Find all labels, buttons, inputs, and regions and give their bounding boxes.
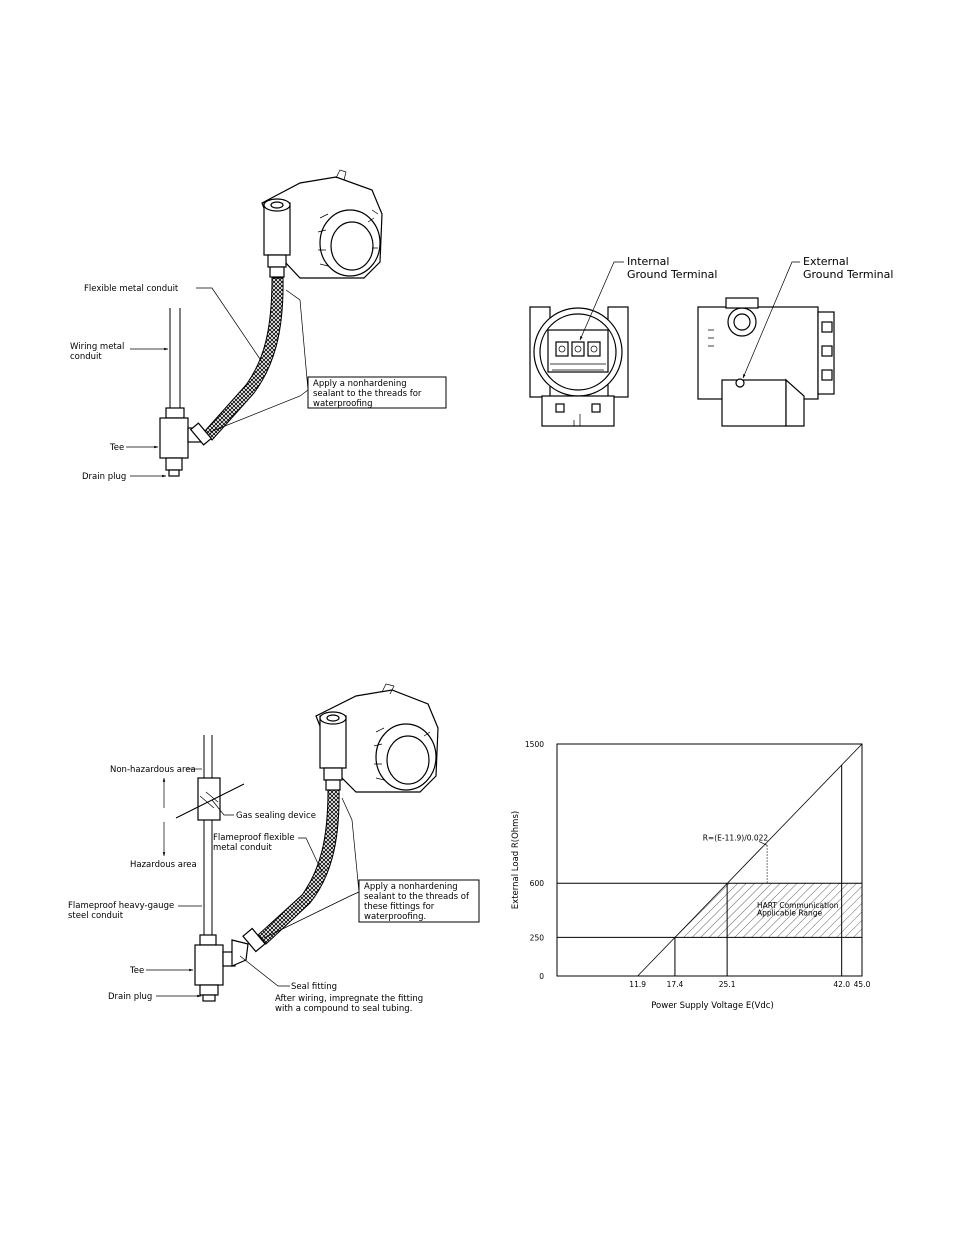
sealant-note2-line1: Apply a nonhardening — [364, 882, 458, 892]
sealant-note-line3: waterproofing — [313, 399, 372, 409]
transmitter-drawing — [261, 169, 383, 279]
transmitter-front-view — [529, 306, 629, 427]
figure-ground-terminals: Internal Ground Terminal External Ground… — [529, 255, 893, 427]
x-tick-42.0: 42.0 — [833, 980, 850, 989]
label-drain-plug: Drain plug — [82, 472, 126, 482]
hart-range-area — [675, 883, 862, 938]
x-tick-17.4: 17.4 — [667, 980, 684, 989]
x-tick-25.1: 25.1 — [719, 980, 736, 989]
hart-range-label-line1: HART Communication — [757, 901, 839, 910]
label-flameproof-flexible-line1: Flameproof flexible — [213, 833, 295, 843]
gas-sealing-device — [175, 777, 245, 821]
sealant-note-line1: Apply a nonhardening — [313, 379, 407, 389]
x-tick-45.0: 45.0 — [854, 980, 871, 989]
sealant-note-box — [307, 376, 447, 409]
label-heavy-gauge-line1: Flameproof heavy-gauge — [68, 901, 174, 911]
label-wiring-metal-conduit-line2: conduit — [70, 352, 102, 362]
label-hazardous-area: Hazardous area — [130, 860, 197, 870]
label-drain-plug-2: Drain plug — [108, 992, 152, 1002]
label-after-wiring-line1: After wiring, impregnate the fitting — [275, 994, 423, 1004]
y-axis-label: External Load R(Ohms) — [511, 811, 521, 909]
sealant-note2-line3: these fittings for — [364, 902, 435, 912]
wiring-metal-conduit — [169, 308, 181, 408]
figure-flexible-conduit-wiring: Flexible metal conduit Wiring metal cond… — [70, 169, 447, 482]
y-tick-1500: 1500 — [525, 740, 544, 749]
plot-area — [556, 743, 863, 977]
load-line — [637, 743, 863, 977]
sealant-note2-line2: sealant to the threads of — [364, 892, 470, 902]
heavy-gauge-conduit — [203, 735, 213, 935]
label-internal-line2: Ground Terminal — [627, 268, 717, 281]
transmitter-drawing-2 — [315, 683, 439, 793]
tee-fitting — [159, 407, 213, 477]
hart-range-label-line2: Applicable Range — [757, 909, 823, 918]
y-tick-600: 600 — [530, 879, 545, 888]
label-tee: Tee — [109, 443, 124, 453]
formula-label: R=(E-11.9)/0.022 — [703, 834, 769, 843]
load-resistance-chart: 11.9 17.4 25.1 42.0 45.0 0 250 600 1500 R=(E-11.… — [511, 740, 871, 1011]
figure-flameproof-wiring: Non-hazardous area Gas sealing device Ha… — [68, 683, 480, 1014]
flameproof-flexible-conduit — [257, 789, 340, 945]
label-wiring-metal-conduit-line1: Wiring metal — [70, 342, 124, 352]
label-tee-2: Tee — [129, 966, 144, 976]
sealant-note-box-2 — [358, 879, 480, 923]
label-heavy-gauge-line2: steel conduit — [68, 911, 124, 921]
label-internal-line1: Internal — [627, 255, 669, 268]
sealant-note-line2: sealant to the threads for — [313, 389, 422, 399]
sealant-note2-line4: waterproofing. — [364, 912, 426, 922]
transmitter-side-view — [697, 297, 835, 427]
x-tick-11.9: 11.9 — [629, 980, 646, 989]
y-tick-0: 0 — [539, 972, 544, 981]
x-axis-label: Power Supply Voltage E(Vdc) — [651, 1001, 774, 1011]
label-flameproof-flexible-line2: metal conduit — [213, 843, 273, 853]
tee-fitting-2 — [194, 927, 266, 1002]
label-after-wiring-line2: with a compound to seal tubing. — [275, 1004, 412, 1014]
flexible-conduit — [203, 277, 284, 441]
y-tick-250: 250 — [530, 933, 545, 942]
label-external-line2: Ground Terminal — [803, 268, 893, 281]
label-seal-fitting: Seal fitting — [291, 982, 337, 992]
formula-leader-tip — [758, 841, 768, 846]
label-non-hazardous-area: Non-hazardous area — [110, 765, 196, 775]
label-external-line1: External — [803, 255, 849, 268]
label-flexible-metal-conduit: Flexible metal conduit — [84, 284, 179, 294]
label-gas-sealing-device: Gas sealing device — [236, 811, 316, 821]
